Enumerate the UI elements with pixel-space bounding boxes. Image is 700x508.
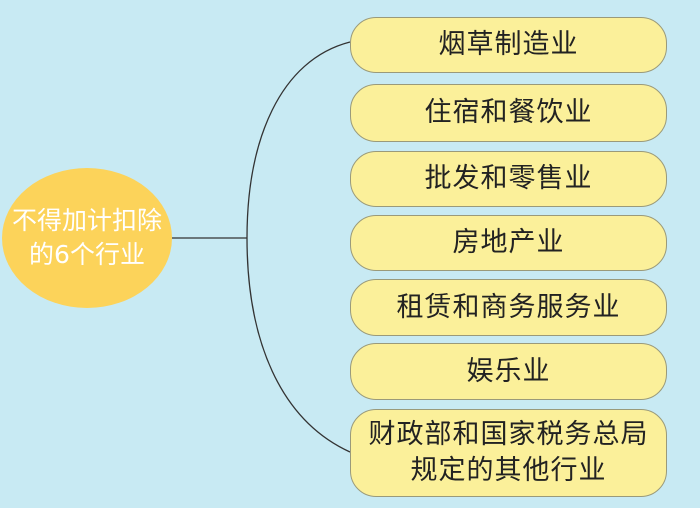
branch-label-6: 娱乐业 [466,355,551,387]
branch-label-1: 烟草制造业 [438,29,579,60]
branch-node-4: 房地产业 [350,215,667,271]
branch-label-2: 住宿和餐饮业 [424,97,593,128]
branch-node-5: 租赁和商务服务业 [350,279,667,336]
branch-node-6: 娱乐业 [350,343,667,400]
branch-node-1: 烟草制造业 [350,17,667,73]
branch-node-2: 住宿和餐饮业 [350,84,667,142]
branch-label-3: 批发和零售业 [424,163,593,194]
branch-label-5: 租赁和商务服务业 [396,291,621,323]
branch-label-7: 财政部和国家税务总局规定的其他行业 [368,419,649,486]
branch-label-4: 房地产业 [452,227,565,258]
root-node: 不得加计扣除的6个行业 [2,168,172,308]
branch-node-7: 财政部和国家税务总局规定的其他行业 [350,409,667,497]
root-label: 不得加计扣除的6个行业 [12,206,163,269]
branch-node-3: 批发和零售业 [350,151,667,207]
brace-curve [246,41,351,453]
